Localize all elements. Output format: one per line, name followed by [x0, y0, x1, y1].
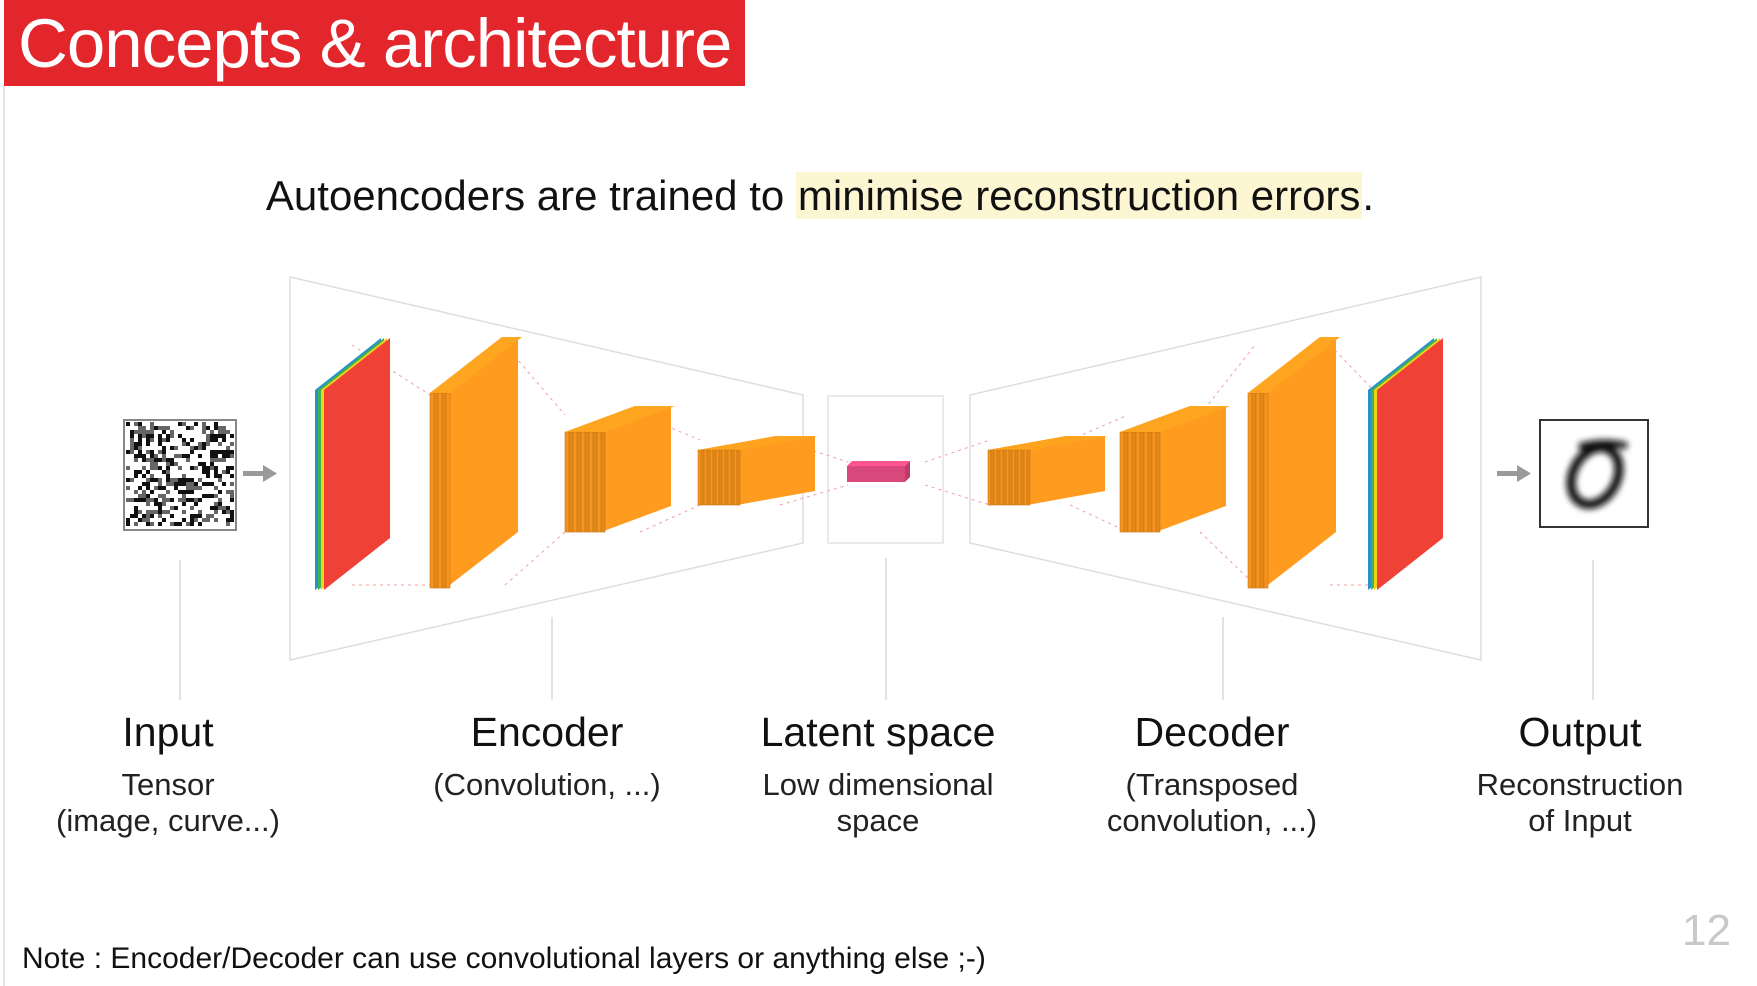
column-output-description: Reconstruction of Input	[1477, 767, 1684, 838]
title-bar: Concepts & architecture	[4, 0, 746, 86]
column-decoder-desc-line1: (Transposed	[1125, 767, 1299, 803]
column-latent-description: Low dimensional space	[761, 767, 996, 838]
decoder-layer-3	[1247, 337, 1340, 589]
page-number: 12	[1682, 906, 1731, 955]
output-rgb-layer	[1368, 338, 1443, 590]
column-decoder-heading: Decoder	[1134, 709, 1290, 755]
column-latent-space: Latent space Low dimensional space	[760, 709, 996, 838]
column-input-desc-line2: (image, curve...)	[56, 802, 280, 838]
column-encoder-heading: Encoder	[470, 709, 624, 755]
output-arrow-icon	[1497, 465, 1531, 482]
digit-zero-image-icon	[1566, 439, 1628, 509]
column-output-desc-line1: Reconstruction	[1476, 767, 1684, 803]
slide-left-rule	[3, 86, 5, 986]
subtitle-prefix: Autoencoders are trained to	[265, 172, 796, 219]
column-output-desc-line2: of Input	[1528, 802, 1632, 838]
column-output-heading: Output	[1518, 709, 1642, 755]
decoder-layer-2	[1119, 406, 1230, 533]
latent-vector	[847, 461, 910, 482]
column-decoder: Decoder (Transposed convolution, ...)	[1107, 709, 1317, 838]
slide-title: Concepts & architecture	[18, 4, 732, 82]
decoder-layer-1	[987, 436, 1108, 506]
column-input-heading: Input	[122, 709, 214, 755]
input-image	[123, 419, 237, 531]
column-decoder-description: (Transposed convolution, ...)	[1107, 767, 1317, 838]
encoder-frame	[289, 276, 804, 661]
subtitle-highlight: minimise reconstruction errors	[795, 172, 1363, 219]
column-latent-desc-line1: Low dimensional	[762, 767, 994, 803]
noise-image-icon	[126, 422, 234, 526]
latent-frame	[827, 395, 944, 544]
column-input-description: Tensor (image, curve...)	[56, 767, 280, 838]
column-encoder-desc-line1: (Convolution, ...)	[433, 767, 661, 803]
encoder-layer-3	[697, 436, 818, 506]
column-latent-desc-line2: space	[836, 802, 920, 838]
layer-stacks	[315, 337, 1443, 590]
column-input: Input Tensor (image, curve...)	[56, 709, 280, 838]
guide-lines	[179, 558, 1594, 700]
column-latent-heading: Latent space	[760, 709, 996, 755]
column-input-desc-line1: Tensor	[121, 767, 215, 803]
column-encoder-description: (Convolution, ...)	[433, 767, 660, 803]
column-decoder-desc-line2: convolution, ...)	[1106, 802, 1318, 838]
encoder-layer-1	[429, 337, 522, 589]
subtitle-suffix: .	[1362, 172, 1375, 219]
column-output: Output Reconstruction of Input	[1477, 709, 1684, 838]
decoder-frame	[969, 276, 1482, 661]
encoder-layer-2	[564, 406, 675, 533]
slide-note: Note : Encoder/Decoder can use convoluti…	[22, 942, 986, 975]
input-rgb-layer	[315, 338, 390, 590]
output-image	[1539, 419, 1649, 528]
subtitle: Autoencoders are trained to minimise rec…	[0, 172, 1640, 220]
column-encoder: Encoder (Convolution, ...)	[433, 709, 660, 803]
input-arrow-icon	[243, 465, 277, 482]
